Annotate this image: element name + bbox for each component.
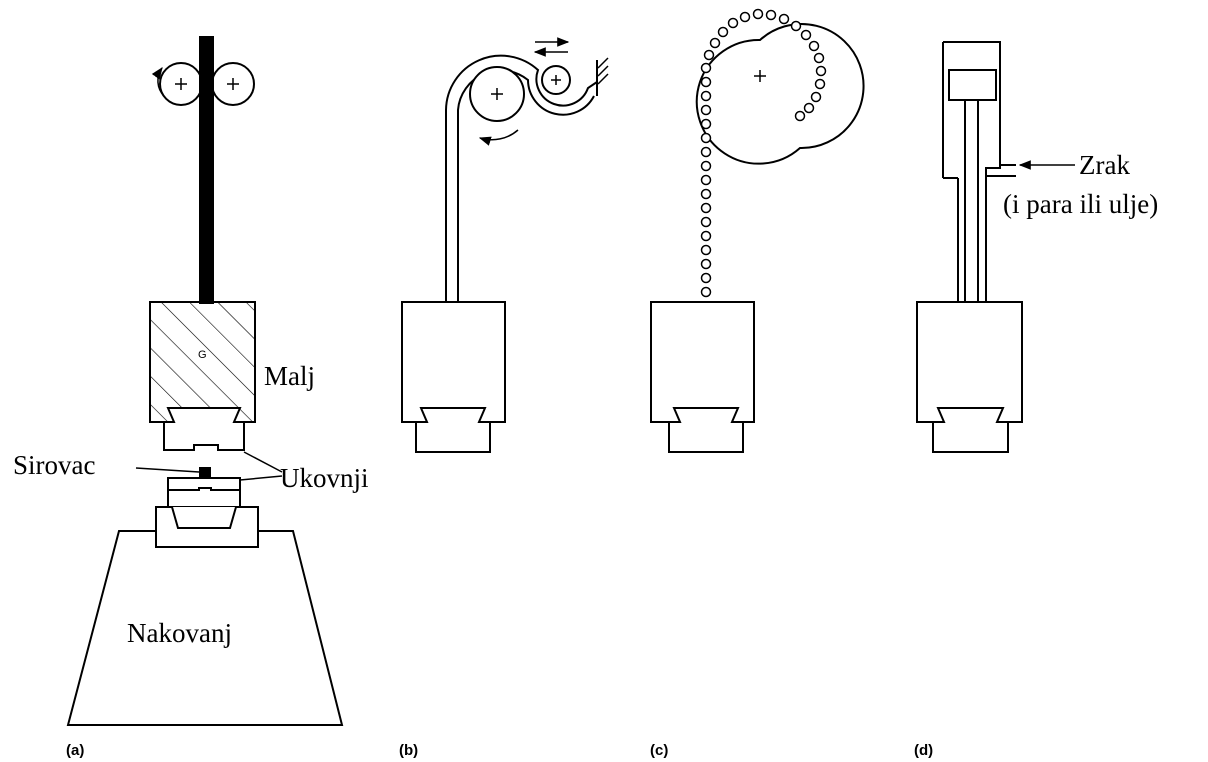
ram-mark: G	[198, 349, 207, 361]
lift-board	[199, 36, 214, 304]
panel-c-chain-hammer: (c)	[650, 8, 865, 759]
panel-d-power-hammer: Zrak (i para ili ulje) (d)	[914, 41, 1158, 759]
label-nakovanj: Nakovanj	[127, 618, 232, 648]
chain	[700, 8, 827, 298]
label-zrak: Zrak	[1079, 150, 1130, 180]
caption-c: (c)	[650, 742, 668, 759]
label-sirovac: Sirovac	[13, 450, 95, 480]
label-ukovnji: Ukovnji	[280, 463, 369, 493]
caption-d: (d)	[914, 742, 933, 759]
panel-a-gravity-hammer: G Malj Sirovac Ukovnji Nakovanj (a)	[13, 36, 369, 759]
label-malj: Malj	[264, 361, 315, 391]
drive-rollers	[151, 62, 255, 106]
caption-b: (b)	[399, 742, 418, 759]
panel-b-belt-hammer: (b)	[399, 37, 609, 759]
ram	[149, 301, 256, 423]
caption-a: (a)	[66, 742, 84, 759]
label-zrak-sub: (i para ili ulje)	[1003, 189, 1158, 219]
